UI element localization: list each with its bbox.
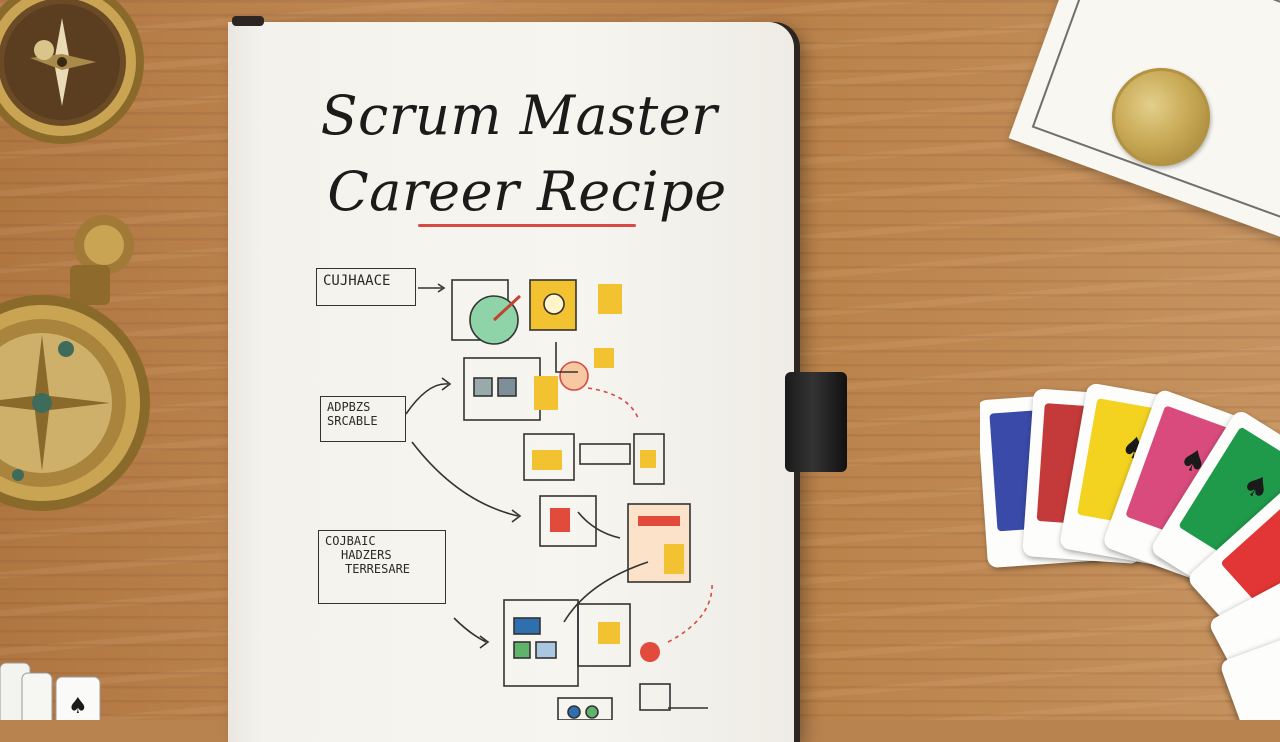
- notebook: Scrum Master Career Recipe CUJHAACE ADPB…: [228, 16, 794, 742]
- card-stack-left: ♠: [0, 662, 101, 720]
- notebook-clip: [232, 16, 264, 26]
- sketch-flow-diagram: [405, 279, 713, 720]
- compass-icon: [0, 0, 144, 144]
- title-underline: [418, 224, 636, 227]
- pocket-watch-icon: [0, 215, 150, 511]
- playing-cards-fan: ♠ ♠ ♠ ♠: [980, 380, 1280, 720]
- sketch-box-label-2: ADPBZS SRCABLE: [320, 396, 406, 442]
- sketch-box-2-line-2: SRCABLE: [327, 413, 378, 428]
- svg-text:♠: ♠: [68, 694, 88, 719]
- sketch-box-1-text: CUJHAACE: [323, 273, 391, 289]
- certificate-seal-icon: [1112, 68, 1210, 166]
- title-line-2: Career Recipe: [327, 160, 727, 223]
- sketch-box-3-line-3: TERRESARE: [345, 561, 411, 576]
- sketch-box-3-line-1: COJBAIC: [325, 534, 376, 548]
- title-line-1: Scrum Master: [320, 84, 718, 147]
- sketch-box-2-line-1: ADPBZS: [327, 400, 371, 414]
- notebook-elastic-band: [785, 372, 847, 472]
- sketch-box-label-1: CUJHAACE: [316, 268, 416, 306]
- sketch-box-label-3: COJBAIC HADZERS TERRESARE: [318, 530, 446, 604]
- sketch-box-3-line-2: HADZERS: [341, 547, 392, 562]
